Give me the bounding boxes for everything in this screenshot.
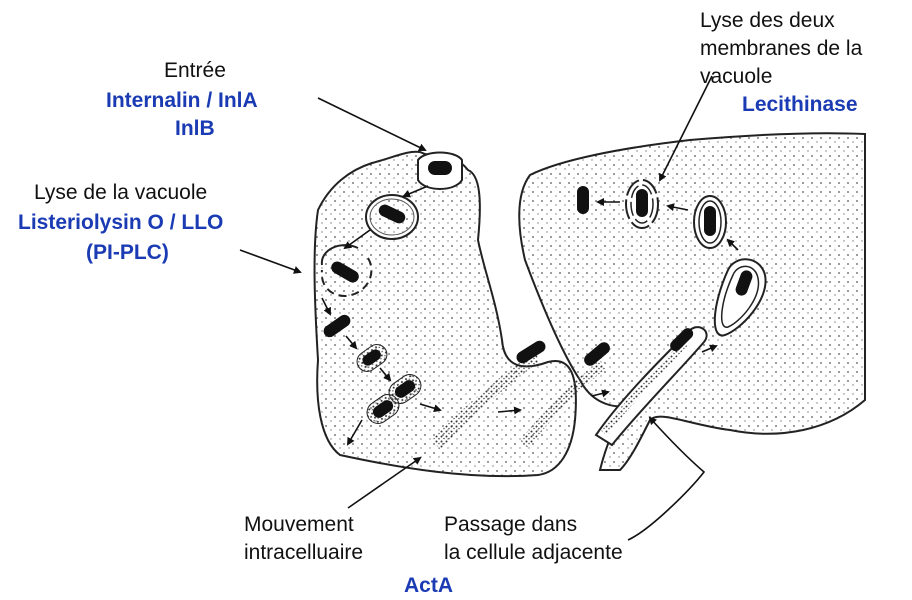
- entry-site: [418, 153, 462, 190]
- double-membrane-protein: Lecithinase: [742, 94, 858, 115]
- entry-protein-2: InlB: [175, 118, 215, 139]
- passage-label-line-2: la cellule adjacente: [444, 542, 623, 563]
- double-membrane-label-line-3: vacuole: [700, 66, 772, 87]
- bacterium: [704, 206, 716, 236]
- bacterium: [428, 161, 452, 175]
- entry-protein-1: Internalin / InlA: [106, 90, 258, 111]
- double-membrane-label-line-2: membranes de la: [700, 38, 862, 59]
- movement-protein: ActA: [404, 575, 453, 596]
- movement-label-line-2: intracelluaire: [244, 542, 363, 563]
- movement-label-line-1: Mouvement: [244, 514, 354, 535]
- double-vacuole-3: [626, 180, 658, 228]
- double-vacuole-2: [694, 196, 726, 248]
- passage-label-line-1: Passage dans: [444, 514, 577, 535]
- vacuole-lysis-protein-2: (PI-PLC): [86, 242, 169, 263]
- double-membrane-label-line-1: Lyse des deux: [700, 10, 835, 31]
- released-bacterium: [577, 186, 589, 214]
- vacuole-lysis-label: Lyse de la vacuole: [34, 182, 207, 203]
- entry-label: Entrée: [164, 60, 226, 81]
- vacuole-1: [366, 195, 418, 239]
- bacterium: [636, 189, 648, 217]
- vacuole-lysis-protein-1: Listeriolysin O / LLO: [18, 212, 223, 233]
